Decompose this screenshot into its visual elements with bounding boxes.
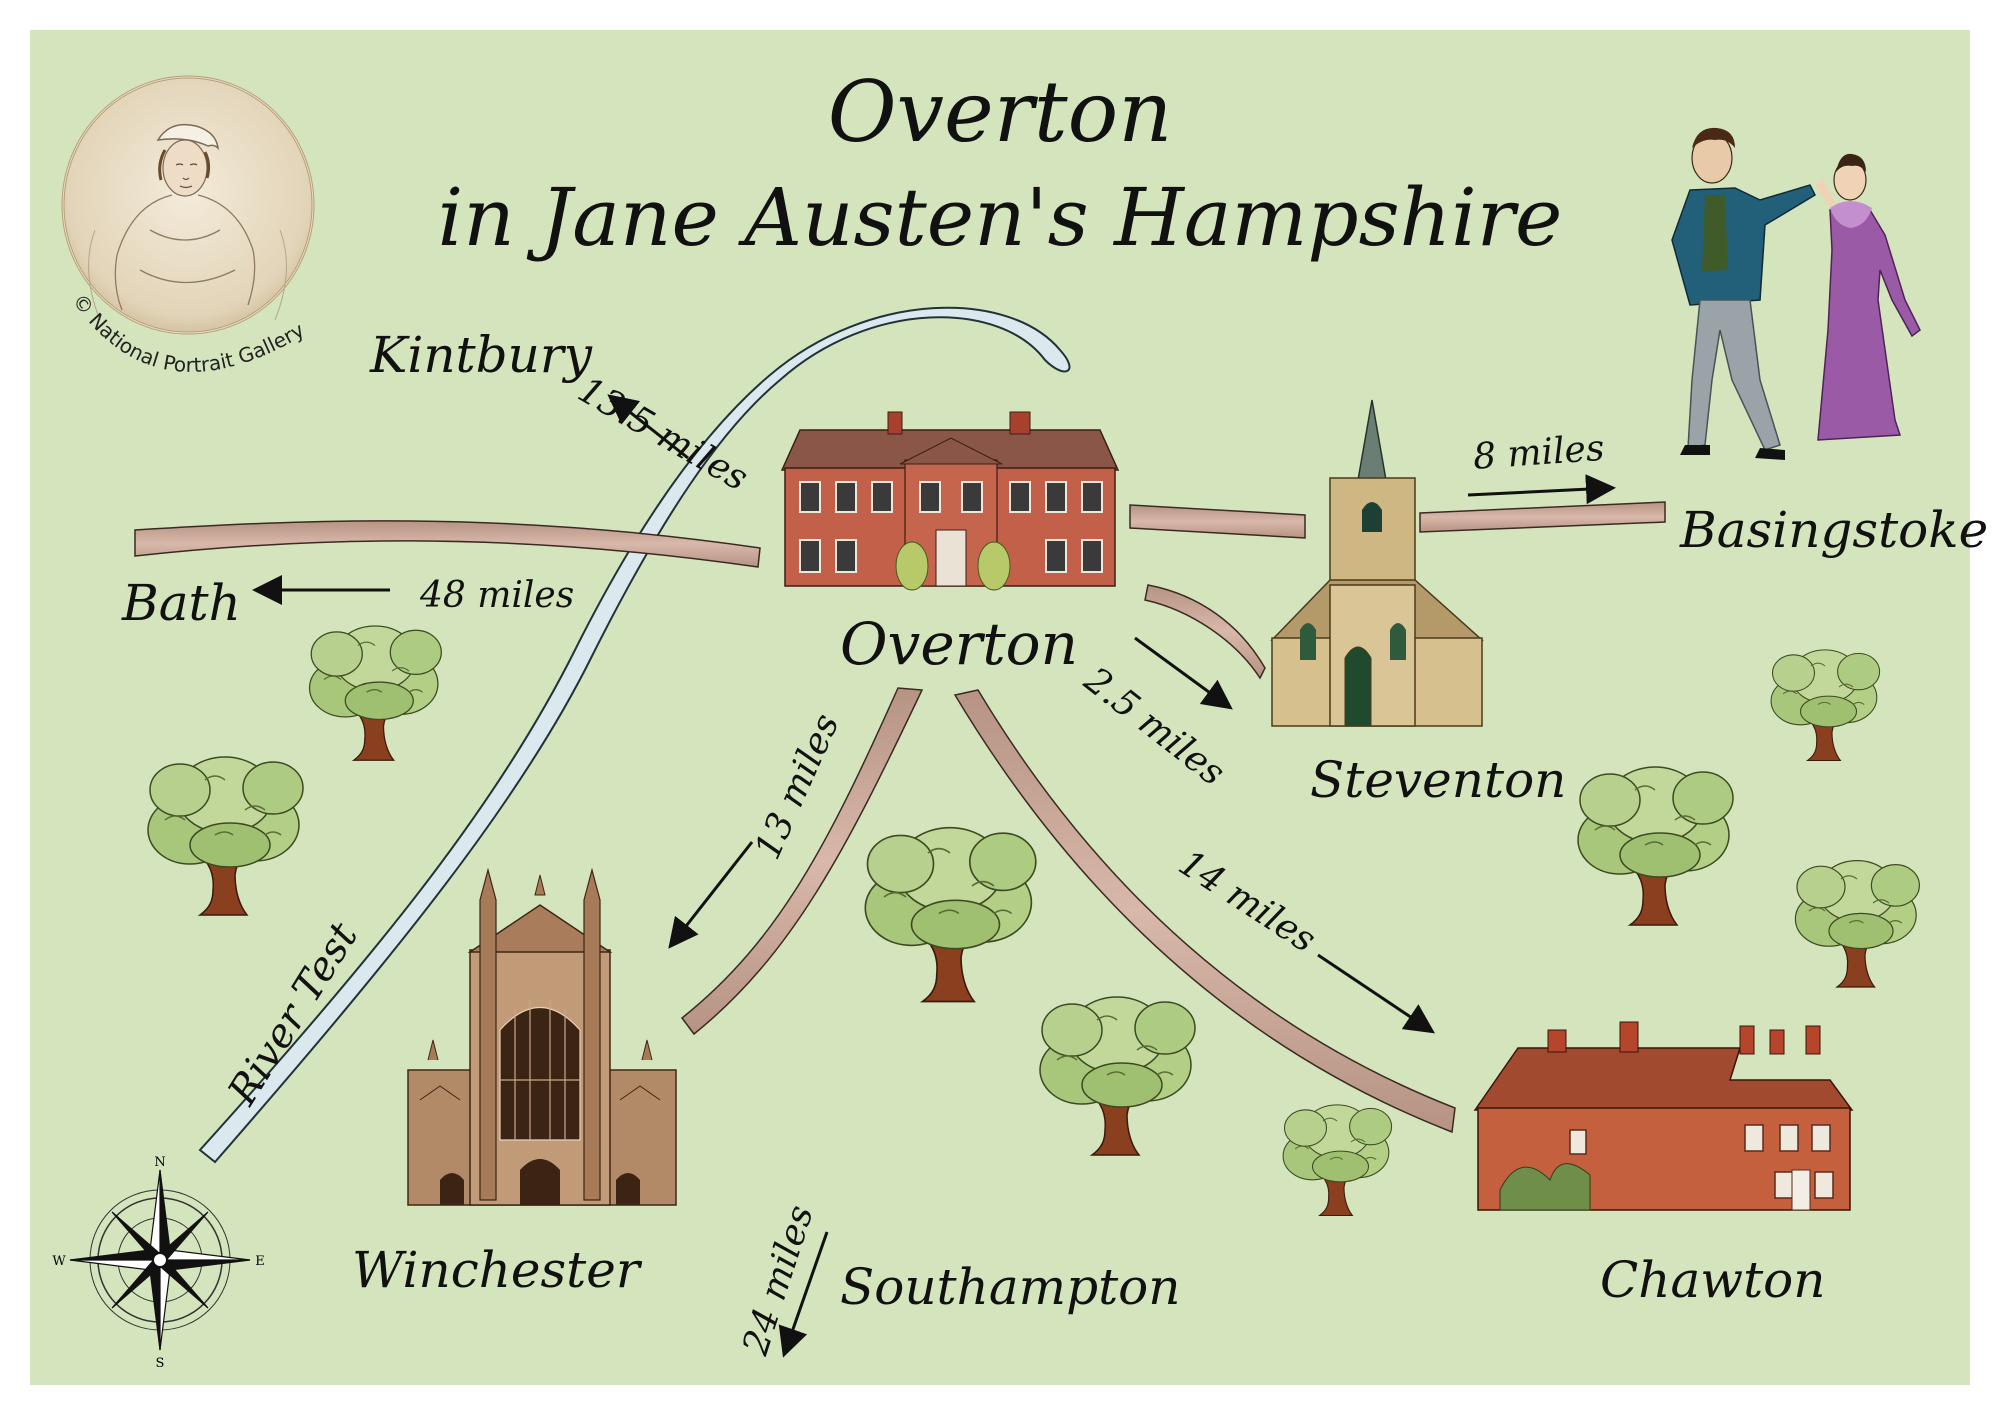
map-subtitle: in Jane Austen's Hampshire (437, 171, 1563, 264)
compass-rose-icon: N S E W (52, 1155, 264, 1371)
place-overton: Overton (840, 610, 1078, 678)
road-bath (134, 520, 761, 568)
regency-dancers-icon (1671, 127, 1921, 460)
brick-house-icon (780, 411, 1120, 591)
compass-e: E (255, 1254, 265, 1269)
cathedral-icon (407, 867, 677, 1206)
arrow-basingstoke (1467, 474, 1616, 505)
road-chawton (953, 689, 1456, 1134)
arrow-kintbury (607, 394, 689, 460)
place-southampton: Southampton (840, 1258, 1181, 1316)
place-winchester: Winchester (352, 1241, 640, 1299)
church-icon (1270, 399, 1484, 727)
arrow-steventon (1134, 636, 1233, 710)
place-kintbury: Kintbury (370, 326, 592, 384)
place-bath: Bath (122, 574, 241, 632)
road-winchester (680, 687, 924, 1036)
distance-basingstoke: 8 miles (1471, 427, 1606, 478)
road-basingstoke-west (1129, 504, 1306, 539)
place-basingstoke: Basingstoke (1680, 501, 1989, 559)
portrait-medallion-icon (61, 75, 315, 335)
arrow-winchester (668, 841, 754, 949)
cottage-icon (1473, 1021, 1854, 1211)
arrow-southampton (778, 1231, 829, 1358)
river-test (198, 306, 1071, 1164)
arrow-chawton (1317, 953, 1435, 1034)
compass-w: W (52, 1254, 66, 1269)
road-basingstoke-east (1419, 501, 1666, 533)
distance-arrows (252, 394, 1616, 1358)
place-chawton: Chawton (1600, 1251, 1826, 1309)
map-title: Overton (827, 63, 1173, 161)
place-steventon: Steventon (1310, 751, 1567, 809)
distance-bath: 48 miles (420, 575, 575, 616)
compass-s: S (156, 1356, 165, 1371)
roads (134, 501, 1666, 1134)
road-steventon (1144, 584, 1266, 680)
compass-n: N (154, 1155, 165, 1170)
